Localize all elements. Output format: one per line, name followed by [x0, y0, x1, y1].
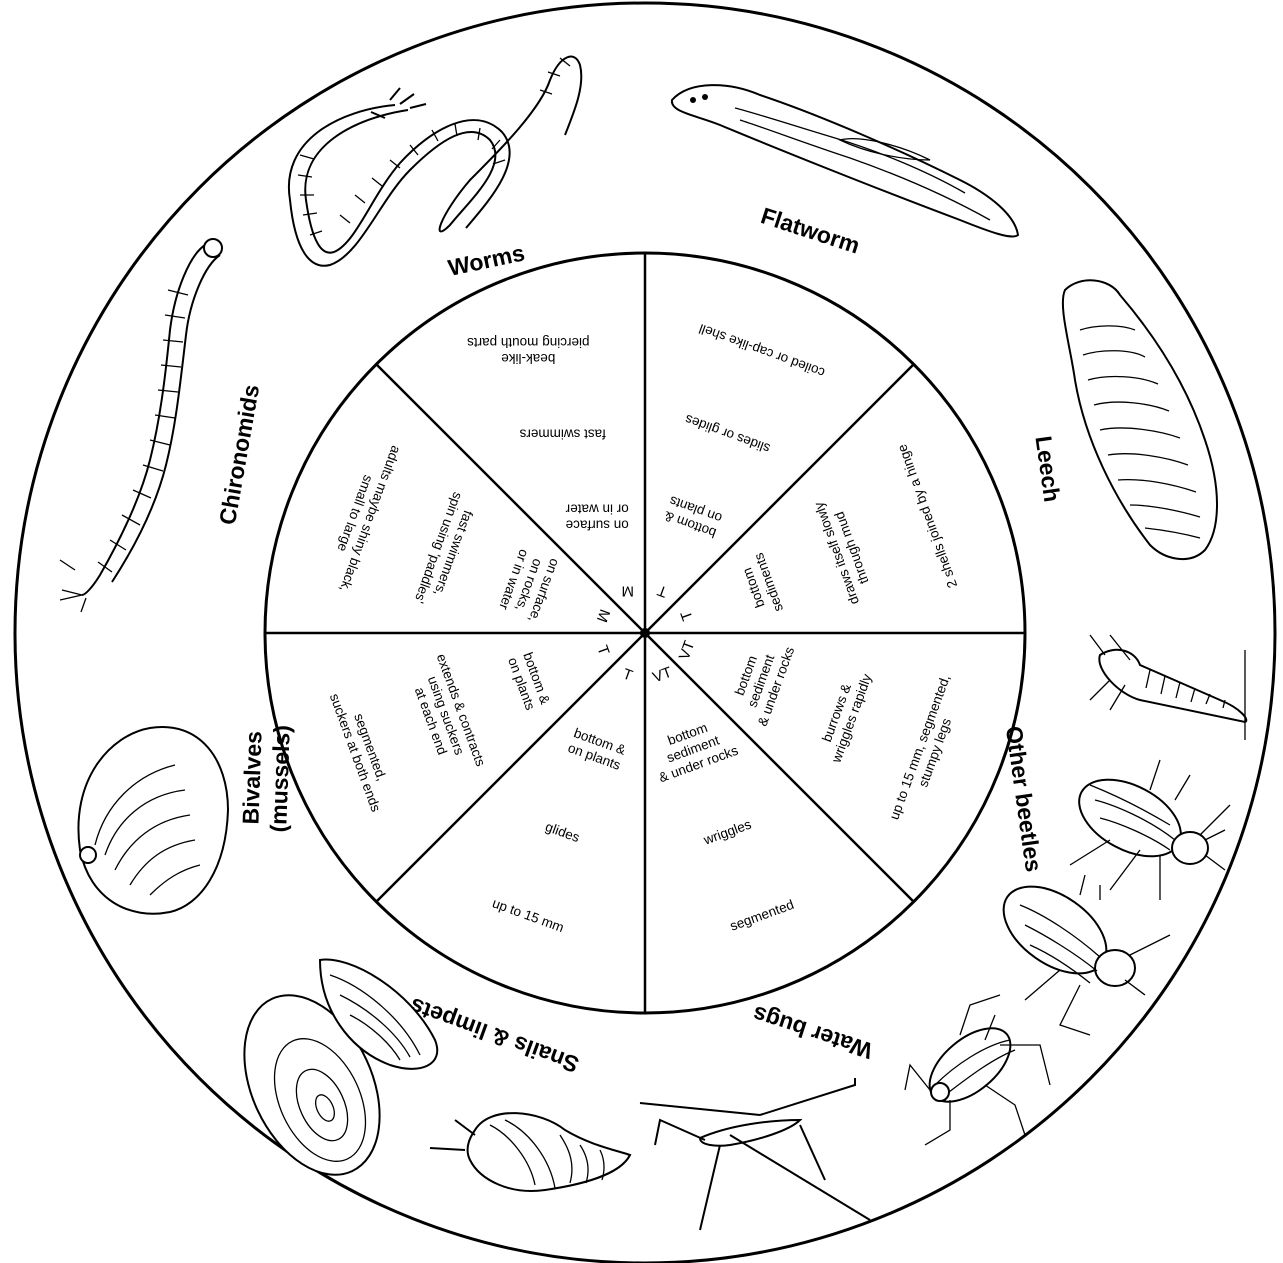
sector-top-left-code-line: M	[622, 582, 635, 599]
sector-top-left-inner-text-line: or in water	[565, 502, 629, 517]
sector-top-left-middle-text-line: fast swimmers	[519, 426, 606, 441]
label-bivalves-line1: Bivalves	[237, 731, 266, 825]
hub	[640, 628, 650, 638]
sector-top-left-outer-text-line: beak-like	[501, 351, 555, 366]
sector-top-left-inner-text-line: on surface	[566, 518, 629, 533]
label-bivalves-line2: (mussels)	[265, 725, 295, 833]
sector-top-left-middle-text: fast swimmers	[519, 426, 606, 441]
sector-top-left-inner-text: on surfaceor in water	[565, 502, 629, 533]
sector-top-left-outer-text-line: piercing mouth parts	[467, 335, 590, 350]
sector-top-left-code: M	[622, 582, 635, 599]
